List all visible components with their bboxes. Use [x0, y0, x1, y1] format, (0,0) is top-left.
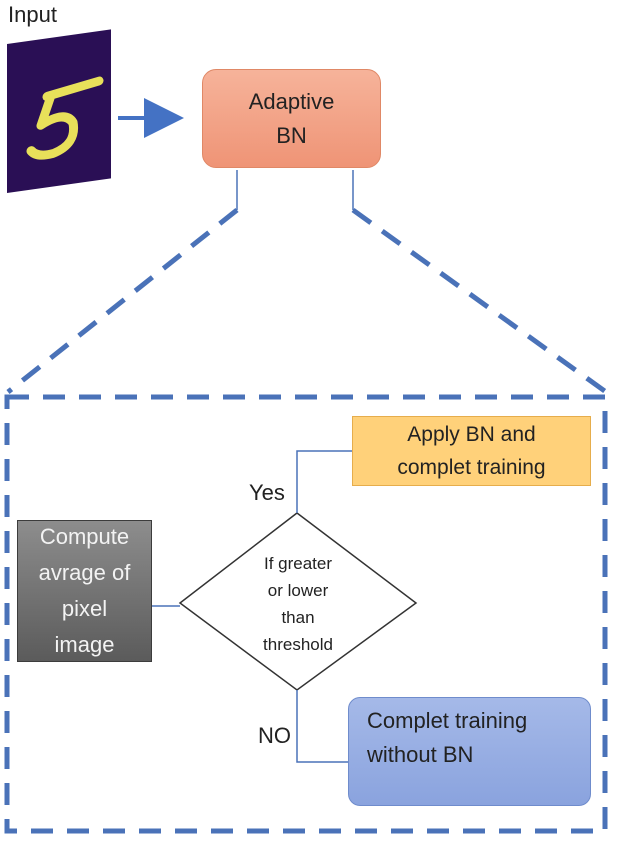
complete-without-bn-label: Complet training without BN: [367, 708, 528, 767]
zoom-dashed-frame: [4, 394, 608, 834]
adaptive-bn-label: Adaptive BN: [248, 88, 335, 148]
decision-label: If greater or lower than threshold: [263, 554, 333, 654]
input-label: Input: [8, 2, 57, 27]
complete-without-bn-box: Complet training without BN: [348, 697, 591, 806]
apply-bn-box: Apply BN and complet training: [352, 416, 591, 486]
no-label: NO: [258, 723, 291, 748]
zoom-left-dashed: [6, 208, 239, 394]
apply-bn-label: Apply BN and complet training: [397, 423, 546, 479]
compute-average-box: Compute avrage of pixel image: [17, 520, 152, 662]
yes-label: Yes: [249, 480, 285, 505]
yes-branch-line: [296, 450, 352, 513]
adaptive-bn-box: Adaptive BN: [202, 69, 381, 168]
no-branch-line: [296, 690, 348, 763]
zoom-right-dashed: [351, 207, 608, 395]
input-digit-image: [7, 29, 111, 193]
compute-average-label: Compute avrage of pixel image: [38, 524, 131, 657]
digit-five-glyph: [26, 76, 104, 160]
